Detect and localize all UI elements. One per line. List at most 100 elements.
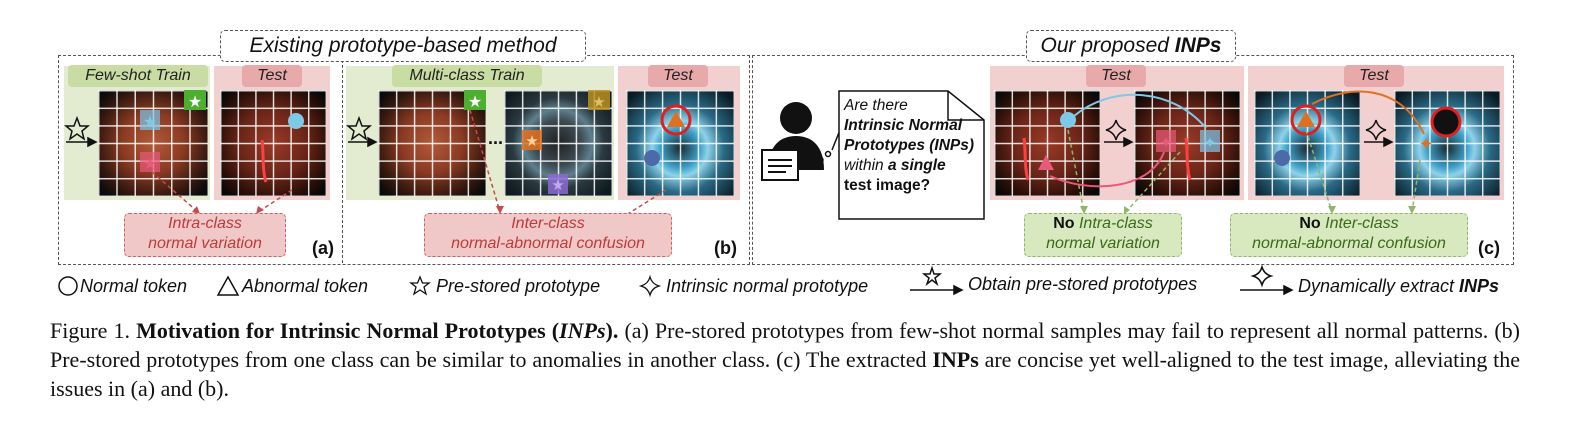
legend-extract-arrow-icon [1240, 264, 1294, 296]
abnormal-proto-cell-a [140, 152, 160, 172]
speech-bubble [838, 90, 985, 220]
caption-no-intra-bold: No [1053, 215, 1079, 232]
caption-text1: (a) Pre-stored prototypes from few-shot … [50, 318, 1521, 372]
inp-arrow-2 [1364, 119, 1394, 148]
caption-no-inter-class: No Inter-class normal-abnormal confusion [1230, 213, 1468, 257]
caption-inter-class-line1: Inter-class [511, 215, 585, 232]
figure-caption: Figure 1. Motivation for Intrinsic Norma… [50, 316, 1520, 403]
dashed-arrows-ab [151, 109, 667, 221]
legend-extract-text: Dynamically extract [1298, 276, 1460, 296]
caption-no-intra-line1: No Intra-class [1025, 214, 1181, 234]
star-arrow-b [345, 115, 378, 148]
person-icon [761, 102, 841, 181]
orange-proto-star-b: ★ [525, 132, 538, 150]
inp-orange-star-c2: ✦ [1418, 134, 1433, 155]
caption-no-inter-line1: No Inter-class [1231, 214, 1467, 234]
caption-inter-class-line2: normal-abnormal confusion [451, 235, 645, 252]
inp-normal-star-c1: ✦ [1203, 133, 1216, 152]
train-proto-cell-b1 [464, 90, 486, 110]
dashed-arrows-c [1067, 129, 1421, 213]
abnormal-token-test-b [667, 111, 685, 127]
panel-letter-a: (a) [312, 238, 334, 258]
defect-ring-c2 [1290, 104, 1322, 136]
caption-prefix: Figure 1. [50, 318, 137, 343]
abnormal-token-c2 [1297, 111, 1315, 127]
caption-no-intra-class: No Intra-class normal variation [1024, 213, 1182, 257]
inp-arrow-1 [1104, 119, 1134, 148]
caption-no-intra-line2: normal variation [1046, 235, 1160, 252]
match-curve-blue-c1 [1073, 93, 1207, 129]
normal-proto-cell-a [140, 110, 160, 130]
panel-letter-c: (c) [1478, 238, 1500, 258]
scratch-defect-c1 [1022, 137, 1030, 181]
train-proto-star-a: ★ [188, 92, 202, 111]
question-line4-text: within [844, 157, 888, 174]
test-c1-image-right [1134, 90, 1240, 196]
legend-obtain-arrow-icon [910, 265, 964, 296]
test-c1-image-left [994, 90, 1100, 196]
question-line5: test image? [844, 176, 984, 196]
question-line5-text: test image [844, 177, 921, 194]
abnormal-proto-star-a: ★ [143, 154, 157, 173]
ellipsis: ... [488, 128, 504, 148]
test-a-label: Test [242, 65, 302, 87]
train-proto-cell-a [184, 90, 206, 110]
question-line4: within a single [844, 156, 984, 176]
test-c2-image-left [1254, 90, 1360, 196]
caption-intra-class-line2: normal variation [148, 235, 262, 252]
caption-no-intra-ital: Intra-class [1078, 215, 1153, 232]
caption-bold-inps: INPs [932, 347, 979, 372]
caption-no-inter-bold: No [1299, 215, 1326, 232]
question-line1: Are there [844, 97, 908, 114]
test-c2-label: Test [1344, 65, 1404, 87]
legend-intrinsic: Intrinsic normal prototype [666, 276, 869, 296]
normal-token-c2 [1274, 150, 1290, 166]
normal-token-c1 [1060, 112, 1076, 128]
star-arrow-a [63, 115, 98, 148]
orange-proto-cell-b [522, 130, 542, 150]
legend-extract-bold: INPs [1459, 276, 1500, 296]
train-proto-star-b1: ★ [468, 92, 482, 111]
legend-abnormal-icon [216, 275, 240, 296]
caption-intra-class: Intra-class normal variation [124, 213, 286, 257]
caption-no-inter-ital: Inter-class [1325, 215, 1399, 232]
panel-c-title-bold: INPs [1174, 34, 1222, 57]
normal-token-test-a [288, 113, 304, 129]
defect-ring-c2b [1430, 106, 1462, 138]
legend-pre-stored: Pre-stored prototype [436, 276, 601, 296]
question-line2: Intrinsic Normal [844, 117, 962, 134]
test-c1-label: Test [1086, 65, 1146, 87]
normal-token-test-b [644, 150, 660, 166]
legend-normal-icon [58, 276, 78, 296]
inp-abnormal-cell-c1 [1156, 130, 1176, 152]
legend-abnormal-token: Abnormal token [242, 276, 369, 296]
question-line3: Prototypes (INPs) [844, 137, 975, 154]
caption-inter-class: Inter-class normal-abnormal confusion [424, 213, 672, 257]
legend-extract: Dynamically extract INPs [1298, 274, 1499, 298]
question-line4-bold: a single [887, 157, 946, 174]
panel-letter-b: (b) [714, 238, 737, 258]
purple-proto-cell-b [548, 174, 568, 194]
test-a-image [220, 90, 326, 196]
panel-c-title: Our proposed INPs [1026, 30, 1236, 62]
match-curve-orange-c2 [1311, 90, 1425, 135]
scratch-defect-c1b [1184, 137, 1192, 181]
arrow-heads-c [1080, 206, 1416, 214]
legend-star-icon [409, 275, 431, 296]
caption-intra-class-line1: Intra-class [168, 215, 242, 232]
legend-four-point-star-icon [638, 274, 662, 298]
few-shot-train-label: Few-shot Train [68, 65, 208, 87]
inp-abnormal-star-c1: ✦ [1159, 133, 1172, 152]
legend-normal-token: Normal token [80, 276, 188, 296]
purple-proto-star-b: ★ [551, 176, 564, 194]
inp-normal-cell-c1 [1200, 130, 1220, 152]
scratch-defect-a [260, 139, 268, 183]
question-line5-end: ? [920, 177, 931, 194]
caption-no-inter-line2: normal-abnormal confusion [1252, 235, 1446, 252]
question-text: Are there Intrinsic Normal Prototypes (I… [844, 96, 984, 196]
panel-c-title-prefix: Our proposed [1040, 34, 1175, 57]
multi-class-train-label: Multi-class Train [392, 65, 542, 87]
olive-proto-star-b: ★ [592, 93, 605, 111]
